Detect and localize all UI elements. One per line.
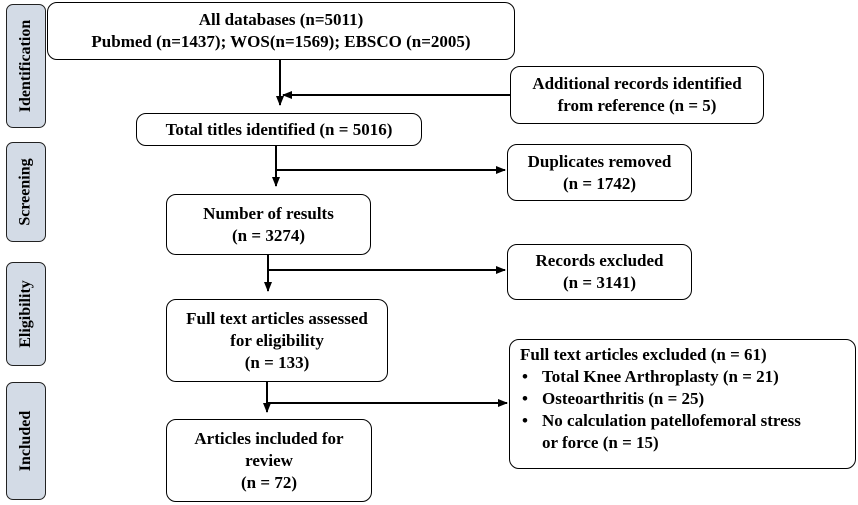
phase-included: Included [6, 382, 46, 500]
box-line: for eligibility [230, 330, 324, 350]
box-line: Duplicates removed [527, 151, 672, 171]
exclusion-text: Total Knee Arthroplasty (n = 21) [542, 367, 779, 386]
box-line: All databases (n=5011) [198, 10, 364, 29]
phase-screening: Screening [6, 142, 46, 242]
exclusion-item: • Total Knee Arthroplasty (n = 21) [520, 366, 801, 388]
exclusion-item: • Osteoarthritis (n = 25) [520, 388, 801, 410]
box-line: (n = 3141) [563, 273, 636, 292]
duplicates-removed-box: Duplicates removed (n = 1742) [507, 144, 692, 201]
box-line: (n = 1742) [563, 173, 636, 193]
exclusion-list: • Total Knee Arthroplasty (n = 21) • Ost… [520, 366, 801, 454]
box-line: Total titles identified (n = 5016) [165, 119, 393, 139]
included-box: Articles included for review (n = 72) [166, 419, 372, 502]
records-excluded-box: Records excluded (n = 3141) [507, 244, 692, 300]
all-databases-box: All databases (n=5011) Pubmed (n=1437); … [47, 2, 515, 60]
full-text-assessed-box: Full text articles assessed for eligibil… [166, 299, 388, 382]
bullet-icon: • [522, 389, 528, 408]
box-line: Number of results [203, 203, 334, 223]
box-line: (n = 3274) [232, 225, 305, 245]
box-line: Full text articles assessed [186, 308, 368, 328]
bullet-icon: • [522, 367, 528, 386]
exclusion-item: • No calculation patellofemoral stress o… [520, 410, 801, 454]
exclusion-text: Osteoarthritis (n = 25) [542, 389, 705, 408]
box-line: Additional records identified [532, 74, 742, 93]
additional-records-box: Additional records identified from refer… [510, 66, 764, 124]
box-line: (n = 133) [244, 352, 310, 372]
box-line: Pubmed (n=1437); WOS(n=1569); EBSCO (n=2… [91, 32, 471, 51]
exclusion-text: No calculation patellofemoral stress [542, 411, 801, 430]
phase-identification: Identification [6, 4, 46, 128]
box-line: (n = 72) [241, 472, 297, 492]
box-line: review [245, 450, 293, 470]
phase-eligibility: Eligibility [6, 262, 46, 366]
excluded-heading: Full text articles excluded (n = 61) [520, 345, 767, 364]
full-text-excluded-box: Full text articles excluded (n = 61) • T… [509, 339, 856, 469]
bullet-icon: • [522, 411, 528, 430]
exclusion-text-continuation: or force (n = 15) [542, 433, 659, 452]
number-of-results-box: Number of results (n = 3274) [166, 194, 371, 255]
total-titles-box: Total titles identified (n = 5016) [136, 113, 422, 146]
box-line: Records excluded [535, 251, 664, 270]
box-line: from reference (n = 5) [557, 96, 717, 115]
box-line: Articles included for [194, 428, 344, 448]
